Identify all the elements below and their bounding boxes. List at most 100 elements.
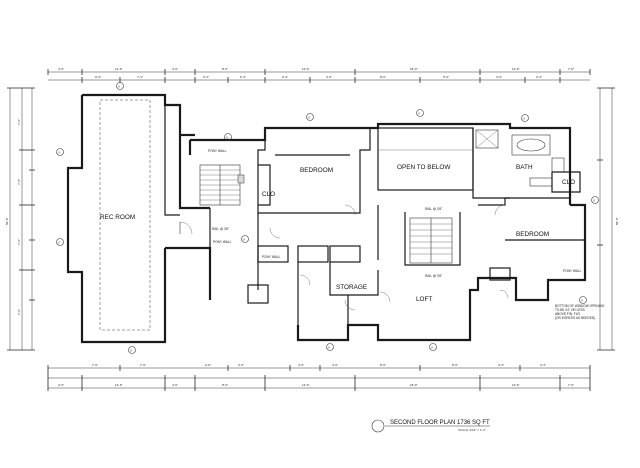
note-window-2: TO BE 24" OR LESS [555,308,585,312]
note-pony-wall-2: PONY WALL [213,240,232,244]
svg-text:x: x [226,135,228,139]
exterior-walls [66,93,587,344]
window-marker: x [579,296,587,304]
dim-bot-8: 7'-6" [568,383,574,387]
room-label-bedroom-1: BEDROOM [300,167,333,174]
room-label-open-to-below: OPEN TO BELOW [397,164,451,171]
dim-bot-inner-3: 2'-6" [205,363,211,367]
window-marker: x [326,343,334,351]
title-block: SECOND FLOOR PLAN 1736 SQ FT SCALE: 3/16… [371,419,490,433]
dim-top-8: 7'-6" [568,67,574,71]
dim-top-inner-7: 8'-0" [380,75,386,79]
dim-bot-7: 12'-6" [512,383,520,387]
dim-bot-6: 18'-0" [410,383,418,387]
dim-top-inner-2: 7'-3" [137,75,143,79]
dim-bot-inner-7: 8'-0" [380,363,386,367]
bottom-dimension-strings: 7'-6" 7'-6" 2'-6" 3'-6" 4'-6" 4'-6" 8'-0… [47,363,591,391]
interior-walls [99,99,585,331]
svg-text:x: x [328,345,330,349]
note-window-3: ABOVE FIN. FLR. [555,312,581,316]
drawing-scale: SCALE: 3/16" = 1'-0" [458,428,486,432]
dim-bot-2: 14'-6" [115,383,123,387]
dim-bot-inner-8: 8'-0" [452,363,458,367]
dim-bot-inner-6: 4'-6" [332,363,338,367]
note-window-4: (OR EGRESS AS NEEDED) [555,316,595,320]
dim-bot-inner-4: 3'-6" [238,363,244,367]
note-pony-wall-4: PONY WALL [563,269,582,273]
window-marker: x [429,343,437,351]
dim-left-2: 7'-6" [17,179,21,185]
window-marker: x [306,113,314,121]
dim-bot-inner-9: 3'-3" [498,363,504,367]
note-pony-wall-3: PONY WALL [262,255,281,259]
doors [179,204,509,311]
window-marker: x [116,82,124,90]
window-marker: x [128,346,136,354]
dim-bot-5: 12'-6" [302,383,310,387]
room-label-bath: BATH [516,164,533,171]
room-label-storage: STORAGE [336,284,367,291]
svg-text:x: x [418,111,420,115]
window-marker: x [56,238,64,246]
room-label-bedroom-2: BEDROOM [516,231,549,238]
svg-text:x: x [431,345,433,349]
dim-top-inner-1: 9'-3" [95,75,101,79]
room-label-loft: LOFT [416,296,432,303]
svg-text:x: x [308,115,310,119]
window-marker: x [521,114,529,122]
dim-top-inner-8: 5'-0" [443,75,449,79]
drawing-title: SECOND FLOOR PLAN 1736 SQ FT [390,420,490,426]
dim-bot-4: 8'-6" [222,383,228,387]
dim-left-1: 7'-6" [17,119,21,125]
top-dimension-strings: 4'-6" 14'-6" 4'-6" 8'-6" 12'-6" 18'-0" 1… [47,67,591,83]
window-marker: x [241,235,249,243]
dim-top-1: 4'-6" [58,67,64,71]
note-rail-1: RAIL @ 3'6" [212,227,229,231]
dim-bot-1: 4'-6" [58,383,64,387]
dim-top-3: 4'-6" [172,67,178,71]
note-rail-3: RAIL @ 3'6" [425,274,442,278]
svg-text:x: x [243,237,245,241]
note-rail-2: RAIL @ 3'6" [425,207,442,211]
dim-top-inner-10: 3'-3" [536,75,542,79]
dim-top-4: 8'-6" [222,67,228,71]
dim-top-inner-9: 4'-6" [496,75,502,79]
dim-top-inner-3: 3'-3" [203,75,209,79]
window-marker: x [416,109,424,117]
dim-bot-inner-10: 3'-3" [540,363,546,367]
room-label-clo-1: CLO [262,191,275,198]
dim-bot-3: 4'-6" [172,383,178,387]
stair-center [409,217,453,264]
room-label-rec-room: REC ROOM [100,214,135,221]
window-markers: x x x x x x x x x x x x x [56,82,599,354]
svg-text:x: x [523,116,525,120]
dim-top-7: 12'-6" [512,67,520,71]
room-label-clo-2: CLO [562,179,575,186]
stair-left [199,164,245,206]
dim-top-inner-5: 6'-3" [282,75,288,79]
dim-bot-inner-1: 7'-6" [92,363,98,367]
dim-left-3: 7'-6" [17,239,21,245]
dim-top-6: 18'-0" [410,67,418,71]
dim-top-2: 14'-6" [115,67,123,71]
right-dimension-strings: 58'-0" [597,87,619,351]
dim-bot-inner-5: 4'-6" [298,363,304,367]
window-marker: x [56,148,64,156]
dim-bot-inner-2: 7'-6" [140,363,146,367]
svg-text:x: x [581,298,583,302]
dim-left-outer: 58'-0" [5,217,9,225]
svg-text:x: x [118,84,120,88]
note-window-1: BOTTOM OF WINDOW OPENING [555,304,605,308]
window-marker: x [591,196,599,204]
dim-top-5: 12'-6" [302,67,310,71]
window-marker: x [224,133,232,141]
dim-top-inner-6: 4'-6" [326,75,332,79]
svg-text:x: x [58,150,60,154]
left-dimension-strings: 58'-0" 7'-6" 7'-6" 7'-6" 7'-6" [5,87,35,351]
note-pony-wall-1: PONY WALL [208,149,227,153]
dim-right-outer: 58'-0" [615,217,619,225]
svg-text:x: x [593,198,595,202]
dim-left-4: 7'-6" [17,309,21,315]
svg-text:x: x [58,240,60,244]
